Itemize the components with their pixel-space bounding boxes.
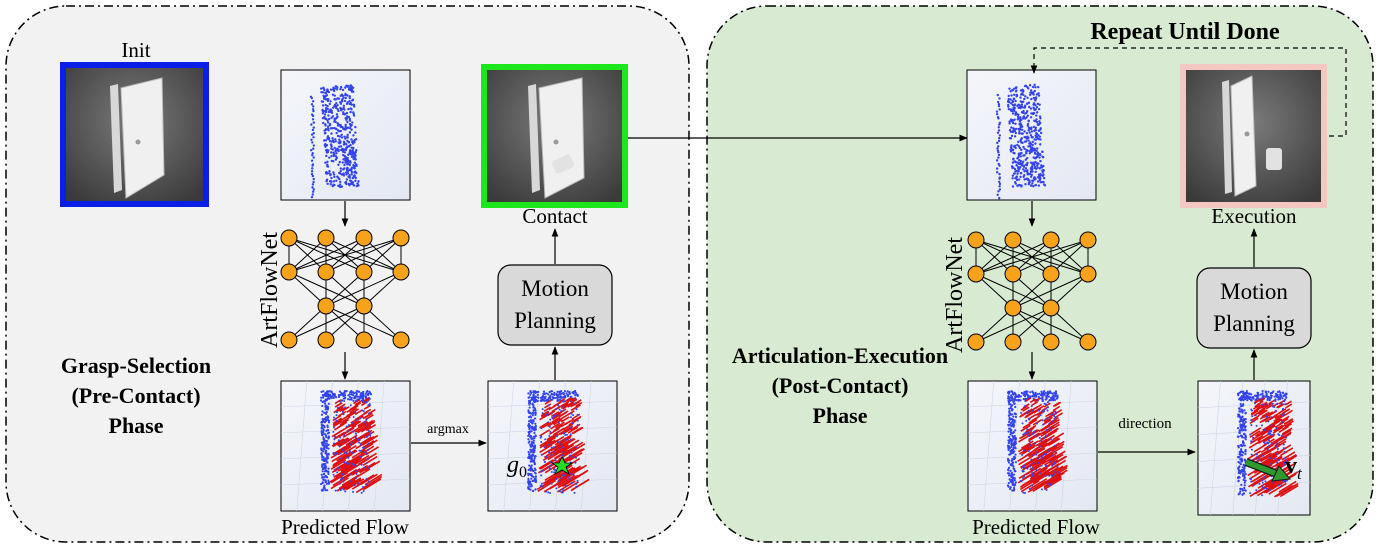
door-leaf-shape: [1230, 75, 1257, 197]
motion-planning-line2: Planning: [514, 308, 596, 333]
motion-planning-line2: Planning: [1213, 311, 1295, 336]
artflownet-network-left: [280, 229, 410, 349]
door-frame-shape: [110, 84, 122, 193]
direction-label: direction: [1118, 416, 1172, 432]
grasp-star-icon: [550, 456, 574, 475]
door-leaf-shape: [120, 77, 165, 199]
motion-planning-box-left: Motion Planning: [497, 264, 613, 346]
initial-point-cloud-right: [966, 69, 1097, 201]
phase-title-line3: Phase: [109, 413, 164, 438]
phase-title-line1: Grasp-Selection: [61, 353, 211, 378]
predicted-flow-label-right: Predicted Flow: [972, 515, 1101, 539]
phase-title-line2: (Pre-Contact): [71, 383, 200, 408]
init-render: [60, 62, 209, 207]
door-frame-shape: [1222, 80, 1232, 194]
motion-planning-line1: Motion: [1220, 279, 1288, 304]
phase-title-line1: Articulation-Execution: [732, 343, 948, 368]
predicted-flow-plot-right: [967, 380, 1098, 512]
repeat-loop-arrow: [1030, 47, 1347, 137]
pre-contact-phase-title: Grasp-Selection (Pre-Contact) Phase: [61, 353, 211, 438]
artflownet-label-right: ArtFlowNet: [942, 237, 968, 353]
initial-point-cloud-left: [280, 69, 411, 201]
door-handle-shape: [553, 139, 559, 145]
execution-render: [1180, 64, 1327, 208]
velocity-arrow-icon: [1244, 458, 1291, 482]
door-handle-shape: [135, 139, 141, 145]
velocity-direction-plot: vt: [1197, 380, 1311, 516]
door-frame-shape: [528, 84, 540, 193]
door-leaf-shape: [538, 77, 585, 199]
door-handle-shape: [1244, 131, 1250, 137]
contact-render: [481, 64, 628, 208]
velocity-symbol: vt: [1285, 453, 1303, 483]
gripper-shape: [1266, 148, 1282, 170]
artflownet-label-left: ArtFlowNet: [257, 232, 283, 348]
artflownet-network-right: [967, 231, 1097, 351]
grasp-point-symbol: g0: [507, 452, 527, 481]
init-label: Init: [121, 38, 150, 62]
predicted-flow-label-left: Predicted Flow: [281, 515, 410, 539]
repeat-until-done-banner: Repeat Until Done: [1090, 19, 1280, 45]
phase-title-line3: Phase: [813, 403, 868, 428]
post-contact-phase-title: Articulation-Execution (Post-Contact) Ph…: [732, 343, 948, 428]
gripper-shape: [551, 154, 575, 174]
motion-planning-line1: Motion: [521, 276, 589, 301]
predicted-flow-plot-left: [280, 380, 411, 512]
grasp-selection-plot: g0: [487, 380, 618, 512]
motion-planning-box-right: Motion Planning: [1196, 267, 1312, 349]
phase-title-line2: (Post-Contact): [772, 373, 909, 398]
argmax-label: argmax: [427, 422, 469, 437]
